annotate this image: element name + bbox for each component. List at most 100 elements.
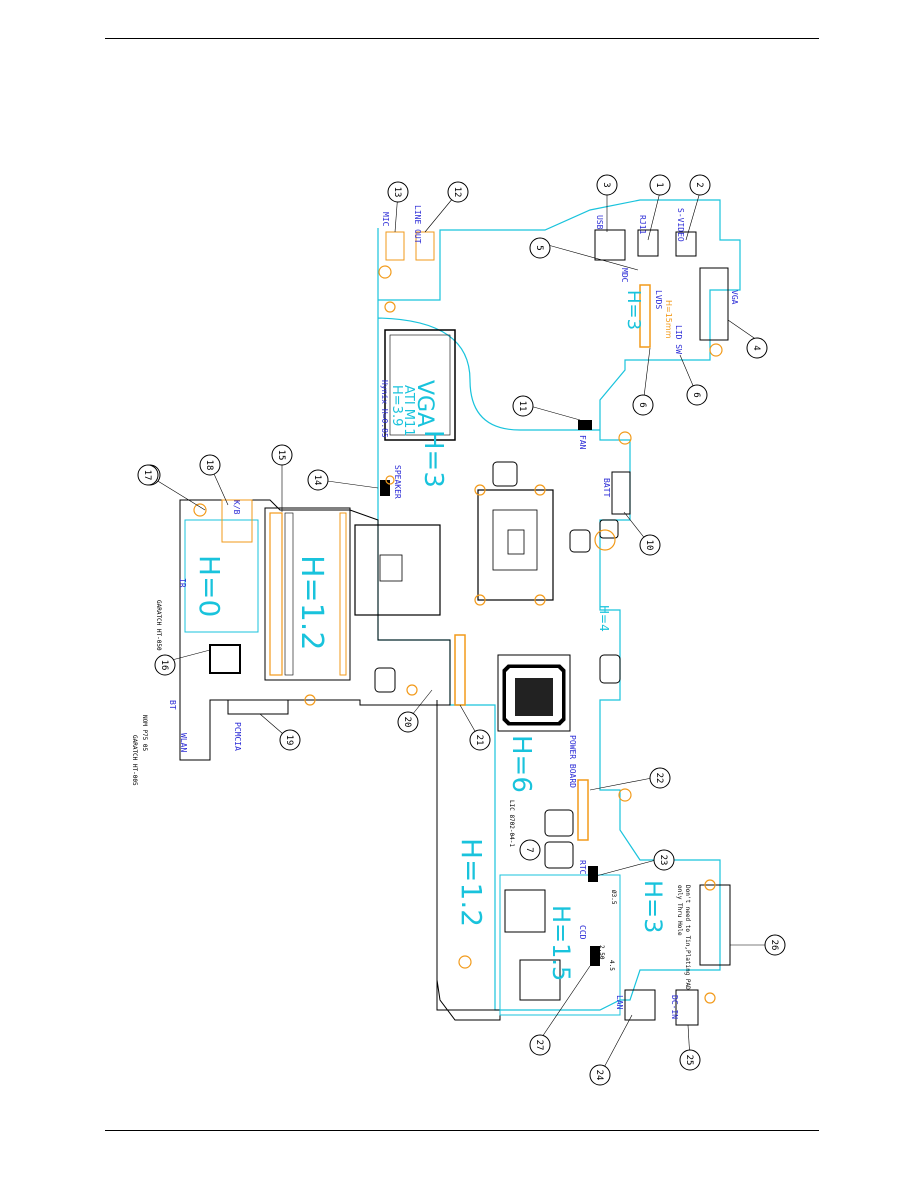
callout-16: 16 (159, 660, 169, 671)
callout-6a: 6 (691, 392, 701, 397)
callout-21: 21 (474, 735, 484, 746)
nb-chip (354, 524, 441, 616)
speaker-connector (380, 480, 390, 496)
mic-jack (385, 231, 405, 261)
vga-module (384, 329, 456, 441)
label-bt: BT (168, 700, 177, 710)
ec-chip (504, 889, 546, 933)
height-label-7: H=1.2 (455, 838, 488, 927)
callout-12: 12 (452, 187, 462, 198)
dimm-slot (264, 507, 351, 681)
fan-connector (578, 420, 592, 430)
height-label-9: H=1.5 (547, 905, 575, 981)
callout-3: 3 (601, 182, 611, 187)
card-reader-chip (519, 959, 561, 1001)
label-nom-1: NOM P75 05 (141, 715, 148, 752)
footer-rule (105, 1130, 819, 1131)
hdd-connector (699, 884, 731, 966)
label-ccd: CCD (578, 925, 587, 940)
callout-5: 5 (534, 245, 544, 250)
callout-26: 26 (769, 940, 779, 951)
label-usb: USB (595, 215, 604, 230)
bottom-board (436, 700, 501, 1021)
callout-1: 1 (654, 182, 664, 187)
label-power-board: POWER BOARD (568, 735, 577, 788)
vga-port (699, 267, 729, 341)
callout-25: 25 (684, 1055, 694, 1066)
label-mdc: MDC (620, 268, 629, 283)
height-label-2: H=3 (623, 290, 644, 330)
callout-27: 27 (534, 1040, 544, 1051)
label-dim-2: 2.50 (598, 945, 605, 960)
screw-holes (193, 265, 723, 1004)
height-label-3: H=1.2 (294, 555, 329, 650)
label-rtc: RTC (578, 860, 587, 875)
board-outline (377, 199, 741, 1011)
callout-15: 15 (276, 450, 286, 461)
label-hdd-note-1: Don't need to Tin,Plating PAD (684, 885, 691, 990)
mini-card-connector (454, 634, 466, 706)
callout-11: 11 (517, 401, 527, 412)
callout-18: 18 (204, 460, 214, 471)
ccd-connector (590, 946, 600, 966)
label-wlan: WLAN (179, 733, 188, 752)
power-board-connector (577, 779, 589, 841)
label-fan: FAN (578, 435, 587, 450)
usb-port (594, 229, 626, 261)
label-lvds-h: H=15mm (664, 300, 673, 339)
svideo-port (675, 231, 697, 257)
label-dc-in: DC-IN (670, 995, 679, 1019)
callout-19: 19 (284, 735, 294, 746)
pcmcia-connector (227, 699, 289, 715)
height-label-4: H=0 (193, 555, 226, 617)
vga-title: VGA (412, 380, 437, 427)
callout-17: 17 (142, 470, 152, 481)
board-left-section (179, 499, 451, 761)
callout-2: 2 (694, 182, 704, 187)
cpu-chip-top (492, 461, 518, 487)
label-nom-3: GARATCH HT-050 (155, 600, 162, 651)
bt-chip (209, 644, 241, 674)
label-line-out: LINE OUT (413, 205, 422, 244)
dc-in-port (675, 989, 699, 1026)
label-hdd-note-2: only Thru Hole (676, 885, 683, 936)
callout-23: 23 (658, 855, 668, 866)
callout-20: 20 (402, 717, 412, 728)
lan-board (499, 874, 621, 1016)
kb-connector (221, 499, 253, 543)
label-hole: Ø3.5 (610, 890, 617, 905)
rj11-port (637, 229, 659, 257)
height-label-1: H=3 (418, 430, 448, 488)
callout-13: 13 (392, 187, 402, 198)
header-rule (105, 38, 819, 39)
label-svideo: S-VIDEO (676, 208, 685, 242)
label-speaker: SPEAKER (393, 465, 402, 499)
callout-6b: 6 (637, 402, 647, 407)
rtc-connector (588, 866, 598, 882)
cpu-socket (477, 489, 554, 601)
label-mic: MIC (381, 212, 390, 227)
callout-22: 22 (654, 773, 664, 784)
label-batt: BATT (602, 478, 611, 497)
lvds-connector (639, 284, 651, 348)
label-lan: LAN (615, 995, 624, 1010)
label-rj11: RJ11 (638, 215, 647, 234)
label-lvds: LVDS (654, 290, 663, 309)
label-lid: LID SW (674, 325, 683, 354)
height-label-8: H=3 (639, 880, 667, 933)
sb-chip (497, 654, 571, 732)
batt-connector (611, 471, 631, 515)
callout-7: 7 (524, 847, 534, 852)
height-label-5: H=4 (597, 605, 611, 632)
vga-height: H=3.9 (389, 385, 404, 426)
callout-10: 10 (644, 540, 654, 551)
label-ir: IR (178, 578, 187, 588)
label-nom-2: GARATCH HT-005 (131, 735, 138, 786)
height-label-6: H=6 (506, 735, 536, 793)
label-pcmcia: PCMCIA (233, 722, 242, 751)
label-kb: K/B (232, 500, 241, 515)
callout-24: 24 (594, 1070, 604, 1081)
lan-port (624, 989, 656, 1021)
callout-4: 4 (751, 345, 761, 350)
